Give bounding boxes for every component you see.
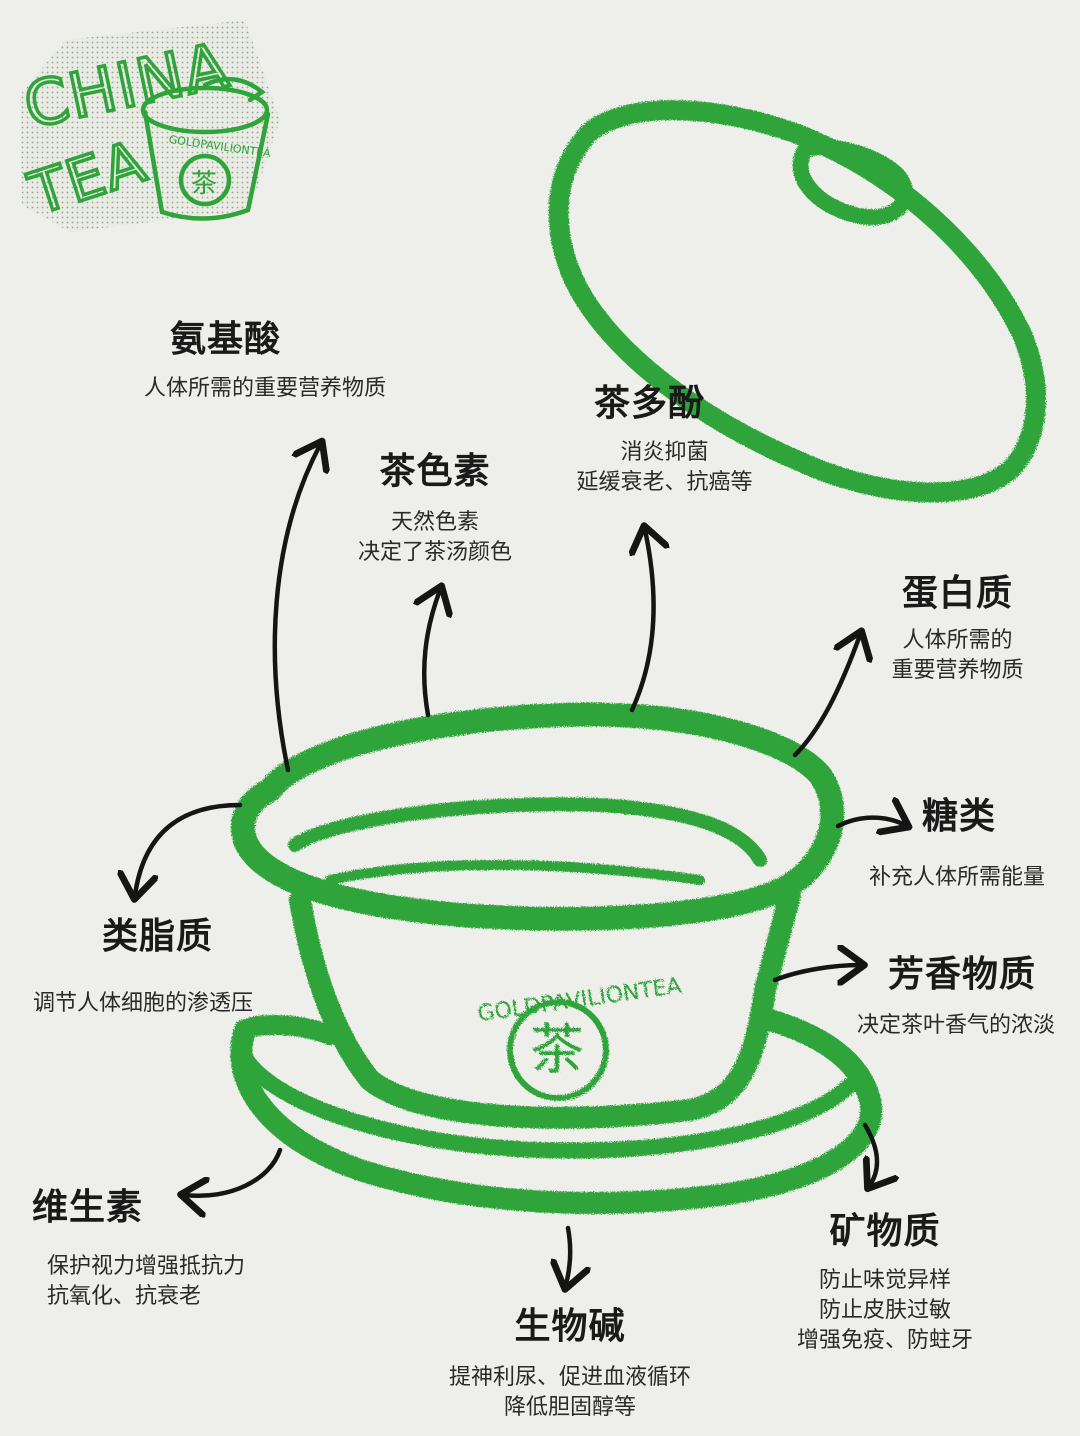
desc-alkaloid-2: 降低胆固醇等 bbox=[503, 1395, 636, 1420]
desc-amino-acid-1: 人体所需的重要营养物质 bbox=[143, 376, 386, 401]
label-lipid: 类脂质 调节人体细胞的渗透压 bbox=[12, 915, 274, 1019]
title-mineral: 矿物质 bbox=[829, 1211, 941, 1252]
title-vitamin: 维生素 bbox=[32, 1187, 144, 1228]
title-protein: 蛋白质 bbox=[901, 573, 1013, 614]
label-vitamin: 维生素 保护视力增强抵抗力 抗氧化、抗衰老 bbox=[26, 1186, 266, 1312]
title-sugar: 糖类 bbox=[921, 796, 996, 837]
label-alkaloid: 生物碱 提神利尿、促进血液循环 降低胆固醇等 bbox=[420, 1305, 720, 1423]
arrow-tea-polyphenol bbox=[632, 530, 654, 713]
arrows bbox=[135, 445, 905, 1285]
teacup-lid bbox=[548, 100, 1046, 503]
title-theaflavin: 茶色素 bbox=[379, 451, 491, 492]
desc-lipid-1: 调节人体细胞的渗透压 bbox=[32, 991, 253, 1016]
title-tea-polyphenol: 茶多酚 bbox=[593, 383, 705, 424]
arrow-protein bbox=[792, 635, 860, 758]
arrow-mineral bbox=[862, 1122, 877, 1185]
desc-alkaloid-1: 提神利尿、促进血液循环 bbox=[448, 1365, 691, 1390]
title-aroma: 芳香物质 bbox=[888, 954, 1037, 995]
desc-mineral-1: 防止味觉异样 bbox=[818, 1268, 951, 1293]
arrow-vitamin bbox=[185, 1147, 283, 1196]
arrow-theaflavin bbox=[424, 590, 440, 718]
desc-theaflavin-2: 决定了茶汤颜色 bbox=[357, 540, 512, 565]
label-theaflavin: 茶色素 天然色素 决定了茶汤颜色 bbox=[330, 450, 540, 568]
desc-vitamin-2: 抗氧化、抗衰老 bbox=[46, 1284, 201, 1309]
logo-cup-char: 茶 bbox=[191, 169, 217, 199]
desc-mineral-2: 防止皮肤过敏 bbox=[818, 1298, 951, 1323]
title-amino-acid: 氨基酸 bbox=[170, 319, 282, 360]
label-aroma: 芳香物质 决定茶叶香气的浓淡 bbox=[838, 953, 1074, 1041]
desc-mineral-3: 增强免疫、防蛀牙 bbox=[796, 1328, 973, 1353]
desc-tea-polyphenol-1: 消炎抑菌 bbox=[620, 440, 709, 465]
desc-protein-2: 重要营养物质 bbox=[891, 658, 1024, 683]
desc-aroma-1: 决定茶叶香气的浓淡 bbox=[856, 1013, 1055, 1038]
label-mineral: 矿物质 防止味觉异样 防止皮肤过敏 增强免疫、防蛀牙 bbox=[780, 1210, 990, 1356]
arrow-alkaloid bbox=[566, 1225, 570, 1285]
teacup: GOLDPAVILIONTEA 茶 bbox=[230, 702, 883, 1214]
desc-tea-polyphenol-2: 延缓衰老、抗癌等 bbox=[576, 470, 753, 495]
desc-theaflavin-1: 天然色素 bbox=[390, 510, 479, 535]
label-sugar: 糖类 补充人体所需能量 bbox=[848, 795, 1066, 893]
arrow-aroma bbox=[772, 965, 860, 980]
arrow-sugar bbox=[835, 818, 905, 826]
arrow-amino-acid bbox=[272, 445, 320, 773]
china-tea-logo: CHINA TEA GOLDPAVILIONTEA 茶 bbox=[16, 20, 280, 232]
desc-protein-1: 人体所需的 bbox=[902, 628, 1013, 653]
arrow-lipid bbox=[135, 802, 243, 895]
title-alkaloid: 生物碱 bbox=[514, 1306, 626, 1347]
label-protein: 蛋白质 人体所需的 重要营养物质 bbox=[870, 572, 1045, 686]
label-tea-polyphenol: 茶多酚 消炎抑菌 延缓衰老、抗癌等 bbox=[552, 382, 777, 498]
label-amino-acid: 氨基酸 人体所需的重要营养物质 bbox=[120, 318, 410, 404]
desc-vitamin-1: 保护视力增强抵抗力 bbox=[46, 1254, 245, 1279]
title-lipid: 类脂质 bbox=[102, 916, 214, 957]
desc-sugar-1: 补充人体所需能量 bbox=[868, 865, 1045, 890]
cup-emblem-char: 茶 bbox=[530, 1018, 584, 1081]
